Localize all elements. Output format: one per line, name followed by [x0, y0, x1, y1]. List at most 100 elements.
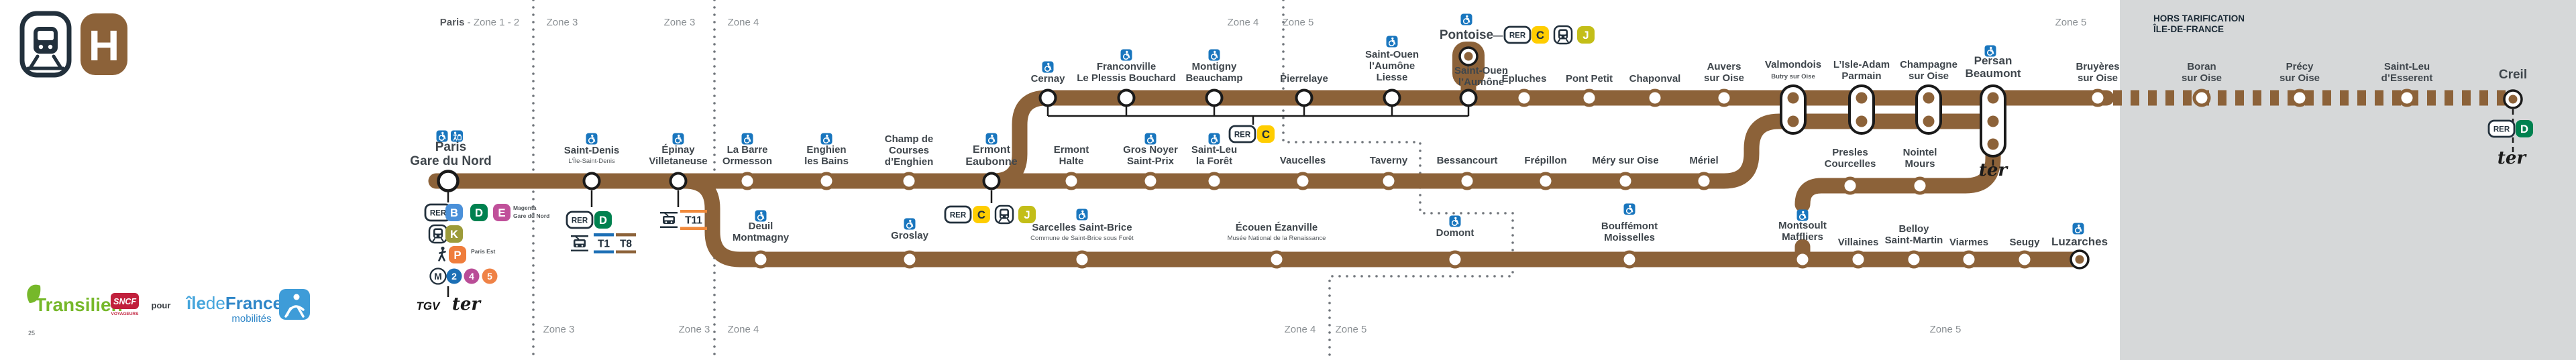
station-label-gros-noyer-saint-prix: Gros Noyer [1123, 144, 1178, 156]
station-label-champagne-sur-oise: sur Oise [1909, 70, 1949, 82]
capsule-station-dot [1987, 138, 1999, 150]
station-saint-leu-esserent [2398, 88, 2416, 107]
station-label-epinay-villetaneuse: Épinay [661, 144, 695, 156]
svg-text:B: B [450, 207, 458, 219]
chip-L-P: P [449, 246, 466, 263]
line-letter: C [977, 209, 985, 221]
wheelchair-icon [672, 133, 684, 145]
station-label-saint-denis: Saint-Denis [564, 145, 620, 156]
station-label-viarmes: Viarmes [1949, 237, 1988, 248]
sncf-voyageurs-label: VOYAGEURS [111, 312, 140, 316]
station-label-paris-gare-du-nord: Paris [435, 140, 466, 154]
station-label-nointel-mours: Mours [1905, 158, 1935, 170]
zone-label: Zone 4 [1285, 324, 1316, 335]
station-label-boran-sur-oise: sur Oise [2182, 72, 2222, 84]
chip-rer: RER [1228, 125, 1256, 143]
station-label-precy-sur-oise: sur Oise [2279, 72, 2320, 84]
station-chaponval [1646, 88, 1664, 107]
svg-text:Magenta: Magenta [513, 204, 537, 211]
chip-L-D: D [594, 211, 612, 229]
station-label-saint-ouen-aumone-liesse: Liesse [1377, 72, 1408, 83]
zone-label: Zone 3 [679, 324, 710, 335]
wheelchair-icon [1076, 208, 1088, 221]
chip-L-C: C [1532, 26, 1549, 44]
station-label-belloy-saint-martin: Belloy [1898, 223, 1929, 235]
zone-label: Zone 3 [547, 17, 578, 28]
wheelchair-icon [1386, 36, 1398, 48]
station-sublabel-sarcelles-saint-brice: Commune de Saint-Brice sous Forêt [1030, 235, 1134, 242]
wheelchair-icon [1208, 133, 1220, 145]
station-label-bouffemont-moisselles: Moisselles [1604, 232, 1655, 243]
station-label-montsoult-maffliers: Maffliers [1782, 231, 1823, 243]
zone-label: Zone 3 [543, 324, 575, 335]
station-label-saint-leu-la-foret: Saint-Leu [1191, 144, 1237, 156]
station-label-saint-leu-esserent: Saint-Leu [2384, 61, 2430, 72]
zone-label: Zone 5 [1930, 324, 1962, 335]
interchange-capsule [1915, 84, 1942, 135]
wheelchair-icon [1460, 13, 1472, 25]
chip-rer: RER [944, 205, 972, 224]
chip-ter: ter [452, 294, 482, 314]
svg-text:RER: RER [1509, 32, 1526, 40]
station-pontoise [1458, 46, 1479, 66]
interchange-capsule [1780, 84, 1807, 135]
svg-text:Gare du Nord: Gare du Nord [513, 213, 549, 219]
svg-text:ter: ter [2498, 148, 2528, 168]
chip-N-2: 2 [446, 268, 462, 284]
station-gros-noyer-saint-prix [1141, 172, 1160, 190]
svg-text:K: K [450, 229, 458, 241]
chip-rer: RER [566, 211, 594, 229]
station-ermont-halte [1062, 172, 1081, 190]
station-pierrelaye [1295, 88, 1313, 107]
station-label-montigny-beauchamp: Beauchamp [1185, 72, 1242, 84]
station-label-saint-leu-esserent: d’Esserent [2381, 72, 2433, 84]
wheelchair-icon [1796, 209, 1809, 221]
chip-tram [660, 212, 678, 228]
station-deuil-montmagny [751, 250, 770, 269]
station-label-bruyeres-sur-oise: sur Oise [2078, 72, 2118, 84]
svg-text:TGV: TGV [417, 300, 441, 312]
sncf-logo: SNCF [113, 297, 136, 306]
chip-L-K: K [445, 225, 463, 243]
zone-label: Zone 5 [1336, 324, 1367, 335]
station-boran-sur-oise [2192, 88, 2211, 107]
svg-text:RER: RER [430, 210, 447, 218]
hors-tarification-label: HORS TARIFICATION [2153, 13, 2245, 23]
station-label-auvers-sur-oise: Auvers [1707, 61, 1741, 72]
station-saint-leu-la-foret [1205, 172, 1224, 190]
station-label-deuil-montmagny: Montmagny [733, 232, 790, 243]
chip-tb-T1: T1 [594, 233, 614, 253]
wheelchair-icon [985, 133, 998, 145]
station-creil [2503, 89, 2523, 109]
station-pont-petit [1580, 88, 1599, 107]
idf-mobilites-icon [279, 289, 310, 320]
line-letter: B [450, 207, 458, 219]
station-label-enghien-les-bains: les Bains [804, 156, 849, 167]
wheelchair-icon [586, 133, 598, 145]
svg-text:D: D [2520, 123, 2528, 135]
station-bessancourt [1458, 172, 1477, 190]
station-label-montigny-beauchamp: Montigny [1192, 61, 1237, 72]
transilien-train-logo [19, 11, 72, 78]
station-enghien-les-bains [817, 172, 836, 190]
station-label-nointel-mours: Nointel [1903, 147, 1937, 158]
wheelchair-icon [1042, 61, 1054, 73]
line-letter: J [1582, 29, 1589, 42]
station-label-pontoise: Pontoise [1440, 28, 1493, 42]
station-label-persan-beaumont: Persan [1974, 54, 2012, 67]
zone-label: Zone 4 [728, 17, 759, 28]
route-line-3 [670, 173, 2088, 267]
wheelchair-icon [1449, 215, 1461, 227]
wheelchair-icon [1623, 203, 1635, 215]
chip-train [994, 204, 1014, 225]
wheelchair-icon [904, 218, 916, 230]
svg-text:ter: ter [1979, 160, 2009, 180]
station-label-bruyeres-sur-oise: Bruyères [2076, 61, 2119, 72]
mobilites-label: mobilités [231, 313, 271, 324]
station-label-boran-sur-oise: Boran [2187, 61, 2216, 72]
station-label-frepillon: Frépillon [1524, 155, 1566, 166]
station-label-champ-de-courses: Courses [889, 145, 929, 156]
station-sublabel-ecouen-ezanville: Musée National de la Renaissance [1228, 235, 1326, 242]
